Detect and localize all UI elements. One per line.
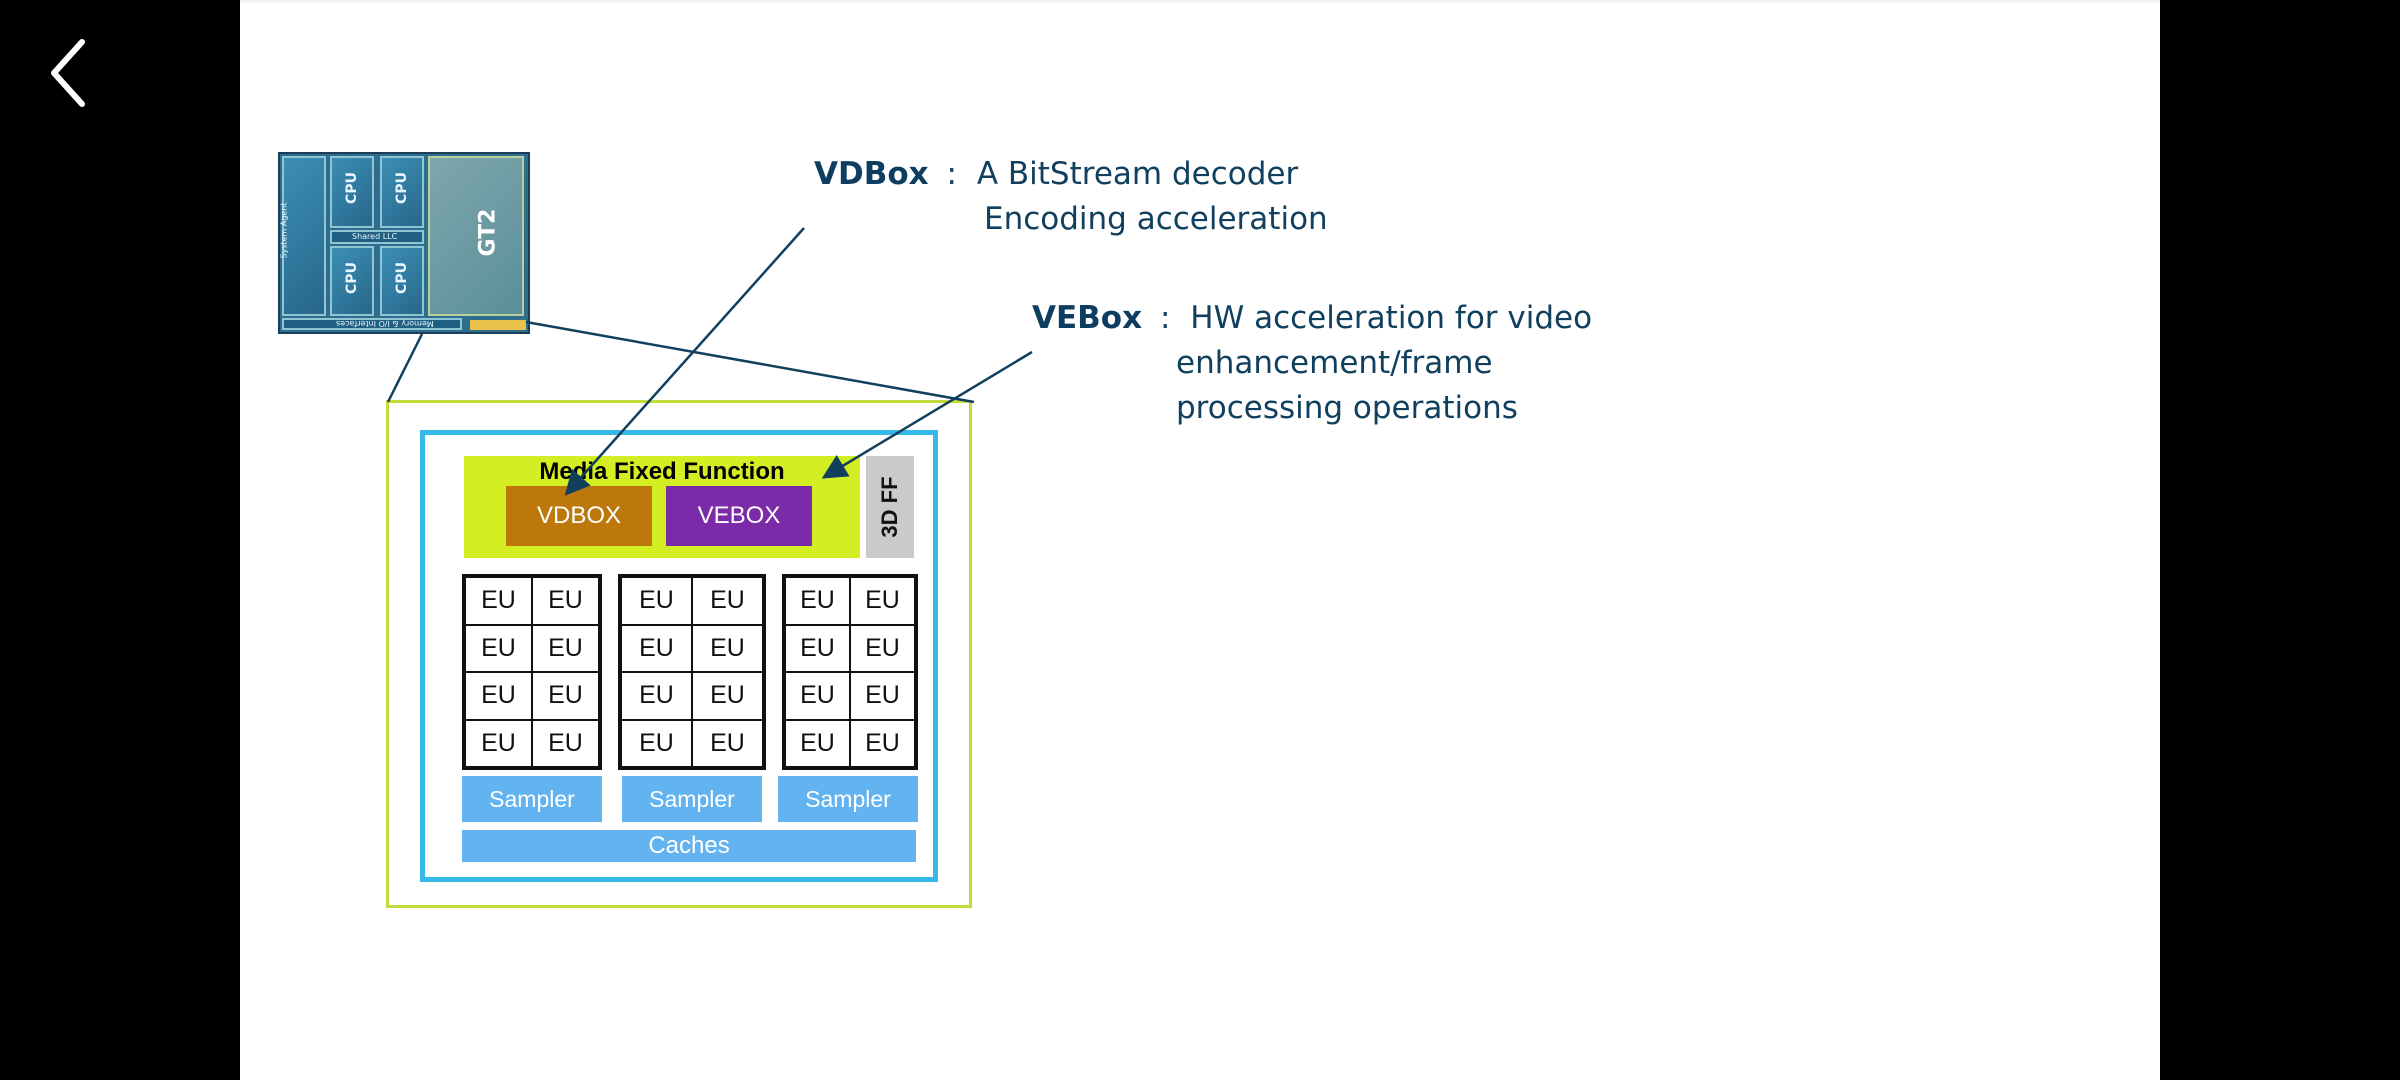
eu-cell: EU (692, 577, 763, 625)
eu-cell: EU (465, 719, 532, 767)
eu-cell: EU (850, 719, 915, 767)
3d-ff-block: 3D FF (866, 456, 914, 558)
gt2-block: GT2 (428, 156, 524, 316)
eu-cell: EU (785, 624, 850, 672)
eu-cell: EU (692, 719, 763, 767)
shared-cache-label: Shared LLC (352, 232, 398, 241)
vebox-line1: HW acceleration for video (1190, 300, 1593, 336)
eu-cell: EU (785, 719, 850, 767)
cpu-core-4-label: CPU (393, 262, 410, 294)
3d-ff-label: 3D FF (877, 476, 902, 538)
eu-cell: EU (692, 672, 763, 720)
eu-subslice-2: EU EU EU EU EU EU EU EU (618, 574, 766, 770)
eu-cell: EU (532, 672, 599, 720)
zoom-line-left (386, 333, 424, 403)
vdbox-callout: VDBox : A BitStream decoder Encoding acc… (814, 152, 1328, 242)
eu-cell: EU (532, 577, 599, 625)
vdbox-line2: Encoding acceleration (984, 201, 1328, 237)
slide: System Agent CPU CPU Shared LLC CPU CPU … (240, 0, 2160, 1080)
vebox-label: VEBOX (697, 502, 781, 529)
eu-cell: EU (621, 672, 692, 720)
vebox-line2: enhancement/frame (1176, 345, 1493, 381)
vdbox-block: VDBOX (506, 486, 652, 546)
gt2-label: GT2 (475, 208, 501, 257)
caches-block: Caches (462, 830, 916, 862)
cpu-core-3 (330, 246, 374, 316)
sampler-2: Sampler (622, 776, 762, 822)
vdbox-label: VDBOX (536, 502, 622, 529)
vebox-separator: : (1159, 300, 1171, 336)
vebox-line3: processing operations (1176, 390, 1518, 426)
memory-io-label: Memory & I/O Interfaces (336, 319, 434, 328)
eu-cell: EU (850, 577, 915, 625)
cpu-core-4 (380, 246, 424, 316)
eu-cell: EU (465, 624, 532, 672)
eu-cell: EU (850, 672, 915, 720)
shared-cache-block (330, 230, 424, 244)
eu-cell: EU (465, 577, 532, 625)
eu-cell: EU (465, 672, 532, 720)
eu-cell: EU (621, 577, 692, 625)
vebox-callout: VEBox : HW acceleration for video enhanc… (1032, 296, 1592, 431)
system-agent-block (282, 156, 326, 316)
eu-cell: EU (785, 577, 850, 625)
chevron-left-icon (51, 39, 85, 107)
memory-io-block (282, 318, 462, 330)
vebox-block: VEBOX (666, 486, 812, 546)
eu-cell: EU (532, 719, 599, 767)
eu-cell: EU (621, 719, 692, 767)
vdbox-term: VDBox (814, 156, 929, 192)
cpu-core-1-label: CPU (343, 172, 360, 204)
cpu-core-2-label: CPU (393, 172, 410, 204)
back-button[interactable] (40, 28, 100, 118)
slide-top-edge (240, 0, 2160, 4)
media-fixed-function-title: Media Fixed Function (539, 458, 785, 485)
vdbox-line1: A BitStream decoder (976, 156, 1299, 192)
vebox-term: VEBox (1032, 300, 1143, 336)
cpu-core-2 (380, 156, 424, 228)
eu-subslice-3: EU EU EU EU EU EU EU EU (782, 574, 918, 770)
sampler-1: Sampler (462, 776, 602, 822)
eu-cell: EU (785, 672, 850, 720)
gt2-io-strip (470, 320, 526, 330)
zoom-line-right (525, 320, 975, 404)
vdbox-separator: : (946, 156, 957, 192)
cpu-core-1 (330, 156, 374, 228)
eu-cell: EU (532, 624, 599, 672)
system-agent-label: System Agent (280, 202, 289, 259)
eu-cell: EU (692, 624, 763, 672)
eu-cell: EU (621, 624, 692, 672)
chip-die-image: System Agent CPU CPU Shared LLC CPU CPU … (278, 152, 530, 334)
eu-subslice-1: EU EU EU EU EU EU EU EU (462, 574, 602, 770)
eu-cell: EU (850, 624, 915, 672)
sampler-3: Sampler (778, 776, 918, 822)
cpu-core-3-label: CPU (343, 262, 360, 294)
